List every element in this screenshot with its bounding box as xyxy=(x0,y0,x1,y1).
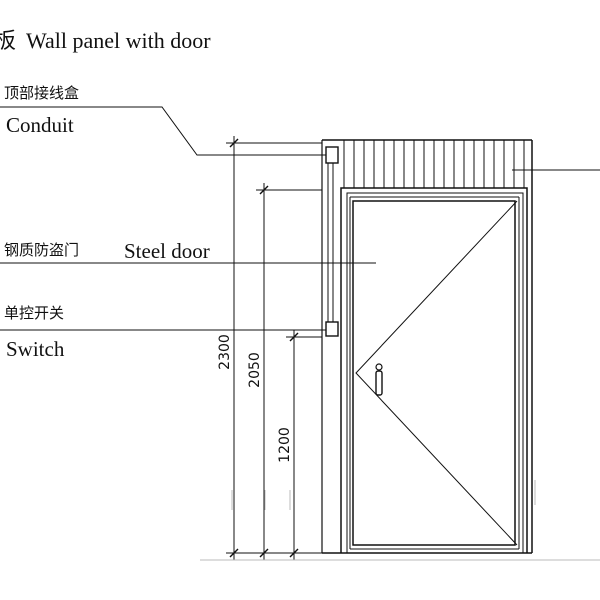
dimension-2050: 2050 xyxy=(247,352,263,388)
switch-label: Switch xyxy=(6,337,65,361)
dimension-lines xyxy=(226,136,322,560)
door-swing-indicator xyxy=(355,200,518,546)
dimension-ticks xyxy=(229,138,299,558)
switch-box xyxy=(325,321,339,337)
door-handle-icon xyxy=(375,363,383,396)
transom-board-lines xyxy=(343,140,525,188)
conduit-label: Conduit xyxy=(6,113,74,137)
dimension-2300: 2300 xyxy=(217,334,233,370)
conduit-pipe xyxy=(327,163,334,322)
switch-label-cn: 单控开关 xyxy=(4,304,64,322)
steel-door-leaf xyxy=(352,200,518,546)
steel-door-label-cn: 钢质防盗门 xyxy=(4,241,79,259)
construction-lines xyxy=(200,480,600,561)
junction-box-label-cn: 顶部接线盒 xyxy=(4,84,79,102)
page-title: Wall panel with door xyxy=(26,28,211,53)
steel-door-label: Steel door xyxy=(124,239,210,263)
dimension-1200: 1200 xyxy=(277,427,293,463)
conduit-leader-line xyxy=(0,106,330,156)
title-prefix: 板 xyxy=(0,29,16,54)
junction-box xyxy=(325,146,339,164)
steel-door-frame xyxy=(340,187,528,554)
